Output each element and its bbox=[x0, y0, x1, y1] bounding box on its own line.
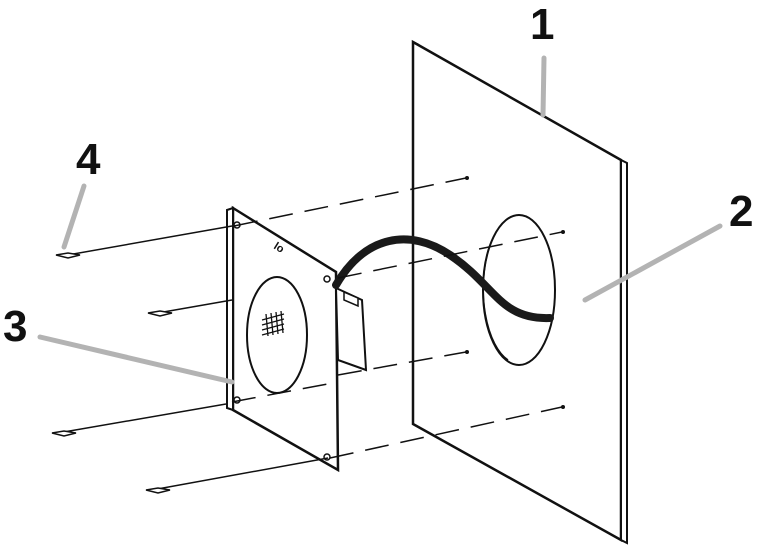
screw-top bbox=[55, 225, 233, 259]
leader-lines bbox=[37, 55, 723, 385]
screw-bottom bbox=[145, 457, 329, 494]
wall-holes bbox=[465, 176, 565, 409]
callout-4: 4 bbox=[76, 135, 101, 184]
screw-upper-mid bbox=[147, 299, 233, 317]
screw-lower-mid bbox=[51, 403, 227, 437]
sensor-grid-icon bbox=[261, 310, 285, 337]
alignment-lines bbox=[231, 177, 563, 459]
mounting-plate bbox=[226, 205, 368, 473]
callout-3: 3 bbox=[3, 302, 28, 351]
callout-2: 2 bbox=[729, 187, 754, 236]
callout-1: 1 bbox=[530, 0, 555, 49]
screws bbox=[51, 225, 329, 494]
